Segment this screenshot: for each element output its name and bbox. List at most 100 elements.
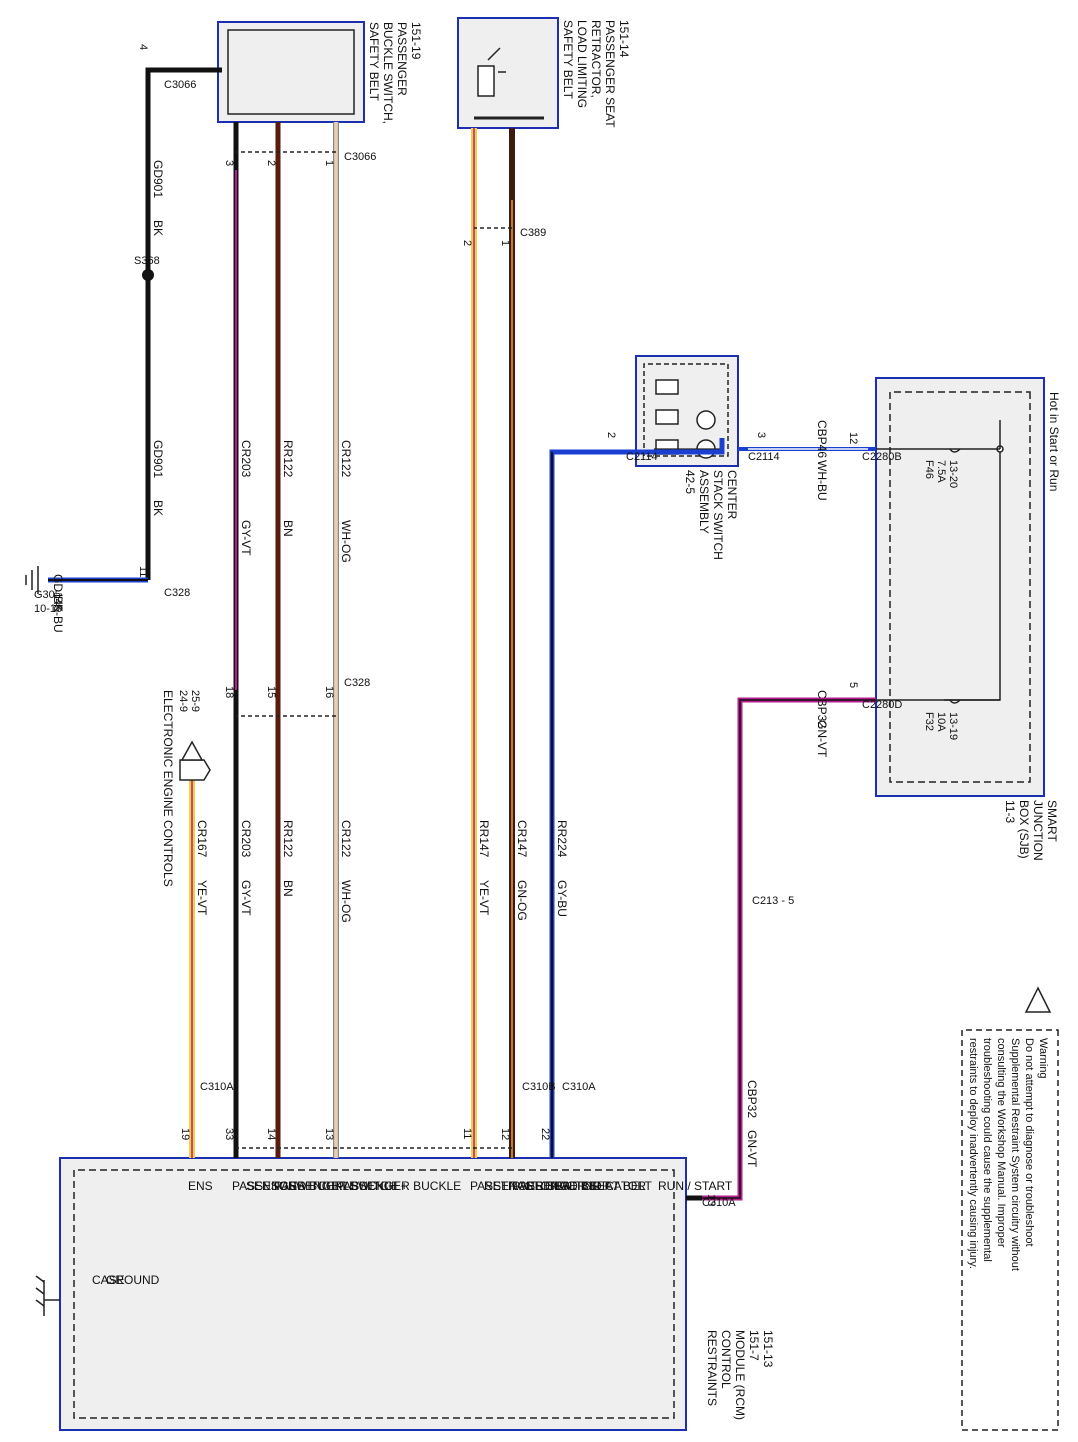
retractor-minus-label: PASSENGER SEAT BELT [470, 1179, 610, 1193]
center-stack-label: CENTER [725, 470, 739, 520]
eec-arrow-icon [180, 740, 204, 761]
connector-c2280d: C2280D [862, 699, 902, 711]
fuse-f46-label: F46 [923, 460, 935, 479]
center-stack-label: 42-5 [683, 470, 697, 494]
connector-c310a: C310A [702, 1197, 736, 1209]
retractor-box [457, 17, 559, 129]
wire-label-gd901: GD901 [151, 440, 165, 478]
connector-labels: C3066 C3066 C389 C328 C328 C2114 C2114 C… [34, 79, 902, 1209]
fuse-f32-label: 13-19 [947, 712, 959, 740]
buckle-plus-label: SWITCH + [350, 1179, 408, 1193]
ens-label: ENS [188, 1179, 213, 1193]
wire-label-rr122: BN [281, 880, 295, 897]
wire-label-cbp46: WH-BU [815, 460, 829, 501]
case-ground-label: GROUND [106, 1273, 160, 1287]
wire-label-cbp32: CBP32 [815, 690, 829, 728]
wire-label-gd145: BK-BU [51, 596, 65, 633]
retractor-label: RETRACTOR, [589, 20, 603, 98]
eec-pin: 25-9 [189, 690, 201, 712]
hot-label: Hot in Start or Run [1047, 392, 1061, 491]
rcm-box [59, 1157, 687, 1431]
pin: 12 [499, 1128, 511, 1140]
retractor-label: SAFETY BELT [561, 20, 575, 100]
wire-label-rr147: YE-VT [477, 880, 491, 916]
splice-s368 [142, 269, 154, 281]
buckle-plus-label: PASSENGER BUCKLE [336, 1179, 461, 1193]
ground-g305-label: G305 [34, 589, 61, 601]
wire-label-rr122: RR122 [281, 440, 295, 478]
rcm-title: 151-7 [747, 1330, 761, 1361]
sjb-box [875, 377, 1045, 797]
sjb-label: SMART [1045, 800, 1059, 842]
pin: 2 [605, 432, 617, 438]
connector-c310a: C310A [200, 1081, 234, 1093]
pin-numbers: 4 3 2 1 2 1 11 18 15 16 2 3 12 5 13 22 1… [137, 44, 859, 1206]
buckle-switch-label: SAFETY BELT [367, 22, 381, 102]
connector-c2114: C2114 [626, 451, 658, 463]
pin: 3 [223, 160, 235, 166]
connector-c2280b: C2280B [862, 451, 902, 463]
rcm-title: CONTROL [719, 1330, 733, 1389]
wire-cbp32 [702, 697, 876, 1201]
connector-c328: C328 [344, 677, 370, 689]
ground-g305-icon [25, 566, 39, 594]
retractor-icon [477, 47, 506, 97]
wire-label-cr203: CR203 [239, 440, 253, 478]
connector-c328: C328 [164, 587, 190, 599]
sjb-inner [889, 391, 1031, 783]
wire-label-gd901: BK [151, 500, 165, 516]
eec-connector-icon [179, 759, 211, 781]
buckle-sensor-label: PASSENGER BUCKLE [232, 1179, 357, 1193]
warning-line: restraints to deploy inadvertently causi… [967, 1038, 979, 1269]
rcm-inner [73, 1169, 675, 1419]
wire-label-cr167: YE-VT [195, 880, 209, 916]
connector-c3066: C3066 [344, 151, 376, 163]
buckle-switch-label: BUCKLE SWITCH, [381, 22, 395, 124]
warning-title: Warning [1037, 1038, 1049, 1079]
pin: 14 [265, 1128, 277, 1140]
rcm-pin-labels: RUN / START PAD INDICATOR PASSENGER SEAT… [92, 1179, 733, 1287]
eec-pin: 24-9 [177, 690, 189, 712]
pin: 22 [539, 1128, 551, 1140]
wire-label-cbp32: GN-VT [745, 1130, 759, 1168]
pin: 11 [137, 566, 149, 577]
sjb-label: JUNCTION [1031, 800, 1045, 861]
wire-label-cr147: CR147 [515, 820, 529, 858]
center-stack-label: STACK SWITCH [711, 470, 725, 560]
wire-label-cbp32: CBP32 [745, 1080, 759, 1118]
fuse-f32-label: 10A [935, 712, 947, 732]
warning-line: consulting the Workshop Manual. Improper [995, 1038, 1007, 1248]
warning-line: Supplemental Restraint System circuitry … [1009, 1038, 1021, 1271]
warning-line: troubleshooting could cause the suppleme… [981, 1038, 993, 1262]
connector-c2114: C2114 [748, 451, 780, 463]
warning-line: Do not attempt to diagnose or troublesho… [1023, 1038, 1035, 1247]
pin: 16 [323, 686, 335, 698]
wire-label-cr122: CR122 [339, 820, 353, 858]
connector-c3066: C3066 [164, 79, 196, 91]
splice-s368-label: S368 [134, 255, 160, 267]
pin: 2 [265, 160, 277, 166]
pad-indicator-label: PAD INDICATOR [554, 1179, 646, 1193]
fuse-f46-label: 7.5A [935, 460, 947, 483]
wire-labels: GD901 BK GD901 BK GD145 BK-BU CR203 GY-V… [51, 160, 829, 1168]
pin: 2 [461, 240, 473, 246]
retractor-plus-label: RETRACTOR + [526, 1179, 611, 1193]
pin: 5 [847, 682, 859, 688]
ground-g305-label: 10-10 [34, 603, 62, 615]
wire-label-cr167: CR167 [195, 820, 209, 858]
pin: 13 [323, 1128, 335, 1140]
center-stack-label: ASSEMBLY [697, 470, 711, 534]
wire-label-cbp32: GN-VT [815, 720, 829, 758]
warning-box [961, 1029, 1059, 1431]
connector-c310b: C310B [522, 1081, 556, 1093]
wire-label-gd901: BK [151, 220, 165, 236]
pin: 33 [223, 1128, 235, 1140]
pin: 4 [137, 44, 149, 50]
retractor-plus-label: PASSENGER SEAT BELT [512, 1179, 652, 1193]
wire-label-cr203: CR203 [239, 820, 253, 858]
pin: 19 [179, 1128, 191, 1140]
connector-c389: C389 [520, 227, 546, 239]
sjb-label: BOX (SJB) [1017, 800, 1031, 859]
wire-label-cr203: GY-VT [239, 520, 253, 556]
